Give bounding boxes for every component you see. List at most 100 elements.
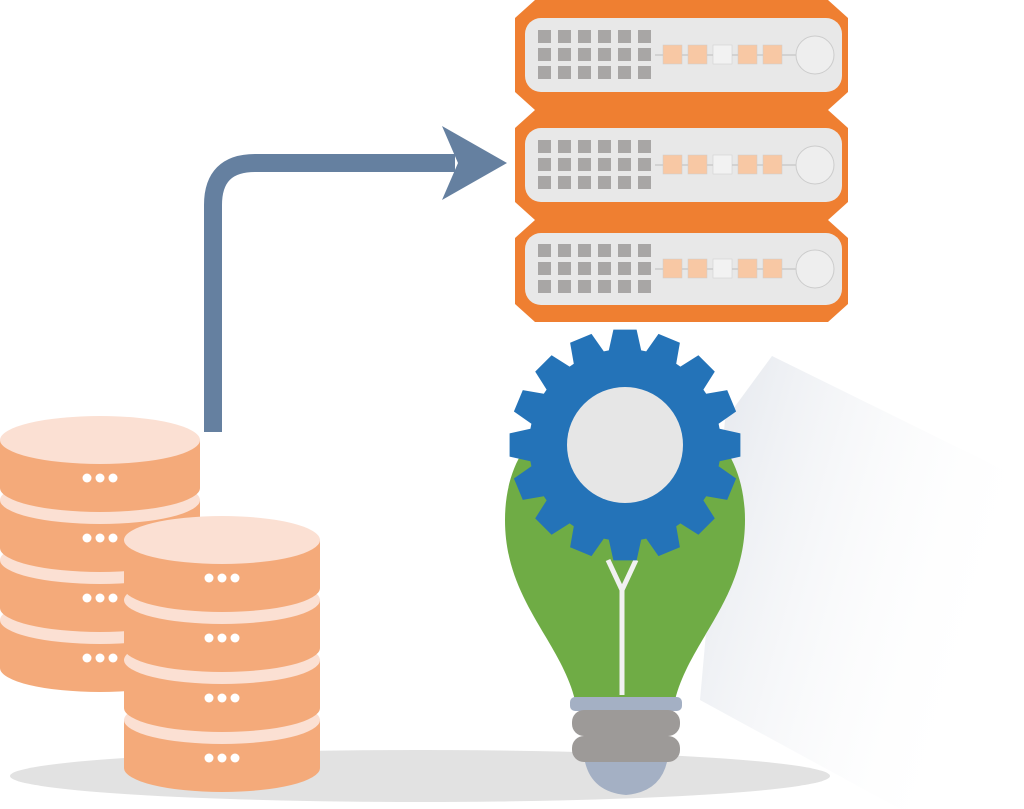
port [558, 66, 571, 79]
port [618, 158, 631, 171]
port [538, 176, 551, 189]
indicator [762, 258, 783, 279]
disk-dot [82, 653, 92, 663]
server-unit [515, 0, 848, 110]
port [538, 66, 551, 79]
port [558, 140, 571, 153]
port [638, 262, 651, 275]
indicator [687, 258, 708, 279]
port [638, 158, 651, 171]
port [558, 262, 571, 275]
power-button [795, 249, 835, 289]
port [578, 140, 591, 153]
disk-dot [95, 533, 105, 543]
indicator [712, 44, 733, 65]
port [638, 66, 651, 79]
disk-dot [230, 693, 240, 703]
port [638, 30, 651, 43]
port [598, 48, 611, 61]
port [618, 48, 631, 61]
port [538, 280, 551, 293]
port [558, 30, 571, 43]
port [598, 262, 611, 275]
port [538, 30, 551, 43]
port [578, 176, 591, 189]
port [558, 244, 571, 257]
port [538, 262, 551, 275]
port [638, 244, 651, 257]
port [578, 244, 591, 257]
power-button [795, 35, 835, 75]
indicator [762, 44, 783, 65]
gear-hole [567, 387, 683, 503]
disk-dot [204, 693, 214, 703]
port [618, 280, 631, 293]
port [638, 140, 651, 153]
port [618, 140, 631, 153]
indicator [662, 44, 683, 65]
disk-dot [95, 473, 105, 483]
disk-dot [217, 573, 227, 583]
disk-dot [230, 573, 240, 583]
disk-dot [217, 633, 227, 643]
indicator [762, 154, 783, 175]
gear-icon [509, 329, 741, 561]
server-unit [515, 220, 848, 322]
disk-top [0, 416, 200, 464]
arrow-icon [204, 126, 507, 432]
port [578, 48, 591, 61]
port [618, 66, 631, 79]
disk-dot [230, 753, 240, 763]
power-button [795, 145, 835, 185]
port [598, 66, 611, 79]
disk-top [124, 516, 320, 564]
indicator [712, 154, 733, 175]
port [578, 280, 591, 293]
disk-dot [230, 633, 240, 643]
port [618, 244, 631, 257]
disk-dot [95, 653, 105, 663]
server-rack-icon [515, 0, 848, 322]
port [538, 244, 551, 257]
disk-dot [108, 653, 118, 663]
port [618, 30, 631, 43]
port [538, 140, 551, 153]
port [638, 176, 651, 189]
disk-dot [204, 753, 214, 763]
port [578, 30, 591, 43]
lightbulb-gear-icon [505, 329, 745, 795]
port [598, 244, 611, 257]
port [578, 158, 591, 171]
disk-dot [82, 473, 92, 483]
port [598, 176, 611, 189]
indicator [737, 258, 758, 279]
port [618, 176, 631, 189]
disk-dot [95, 593, 105, 603]
port [618, 262, 631, 275]
port [558, 280, 571, 293]
disk-dot [82, 593, 92, 603]
port [558, 158, 571, 171]
indicator [662, 258, 683, 279]
indicator [737, 44, 758, 65]
indicator [687, 44, 708, 65]
port [538, 158, 551, 171]
port [578, 66, 591, 79]
database-stack-icon [0, 416, 320, 792]
disk-dot [217, 693, 227, 703]
port [638, 48, 651, 61]
port [638, 280, 651, 293]
port [598, 30, 611, 43]
light-beam [700, 356, 1024, 809]
disk-dot [108, 593, 118, 603]
port [558, 176, 571, 189]
disk-dot [204, 633, 214, 643]
indicator [737, 154, 758, 175]
indicator [687, 154, 708, 175]
indicator [712, 258, 733, 279]
disk-dot [108, 533, 118, 543]
port [538, 48, 551, 61]
port [598, 140, 611, 153]
server-unit [515, 110, 848, 220]
